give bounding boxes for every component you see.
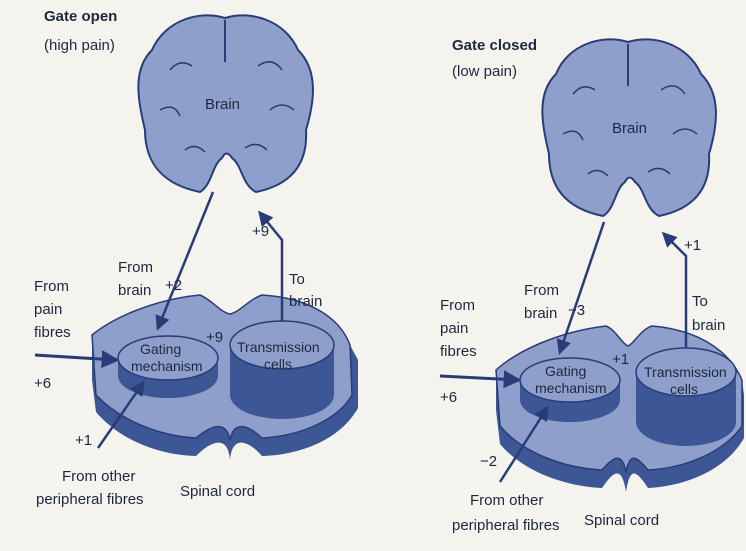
from-pain-label-1: From: [34, 278, 69, 295]
to-brain-value: +1: [684, 237, 701, 254]
from-brain-label-2: brain: [524, 305, 557, 322]
from-pain-label-2: pain: [34, 301, 62, 318]
peripheral-label-2: peripheral fibres: [36, 491, 144, 508]
panel-gate-open: Gate open (high pain) Brain Gating mecha…: [34, 8, 358, 508]
panel-title: Gate closed: [452, 37, 537, 54]
from-pain-label-3: fibres: [34, 324, 71, 341]
peripheral-label-1: From other: [470, 492, 543, 509]
from-brain-label-1: From: [524, 282, 559, 299]
to-brain-label-1: To: [692, 293, 708, 310]
from-pain-label-2: pain: [440, 320, 468, 337]
to-brain-value: +9: [252, 223, 269, 240]
pain-value: +6: [34, 375, 51, 392]
to-brain-label-1: To: [289, 271, 305, 288]
from-pain-label-3: fibres: [440, 343, 477, 360]
panel-gate-closed: Gate closed (low pain) Brain Gating mech…: [440, 37, 744, 534]
gating-label-1: Gating: [545, 363, 586, 379]
to-brain-label-2: brain: [692, 317, 725, 334]
transmission-label-2: cells: [670, 381, 698, 397]
from-brain-value: −3: [568, 302, 585, 319]
from-pain-label-1: From: [440, 297, 475, 314]
transmission-cells-disc: [636, 348, 736, 446]
to-brain-label-2: brain: [289, 293, 322, 310]
peripheral-value: −2: [480, 453, 497, 470]
from-brain-label-2: brain: [118, 282, 151, 299]
peripheral-label-2: peripheral fibres: [452, 517, 560, 534]
transmission-label-2: cells: [264, 356, 292, 372]
center-value: +1: [612, 351, 629, 368]
brain-label: Brain: [205, 96, 240, 113]
spinal-cord-label: Spinal cord: [584, 512, 659, 529]
pain-value: +6: [440, 389, 457, 406]
brain-label: Brain: [612, 120, 647, 137]
panel-subtitle: (low pain): [452, 63, 517, 80]
transmission-label-1: Transmission: [644, 364, 727, 380]
from-brain-value: +2: [165, 277, 182, 294]
peripheral-label-1: From other: [62, 468, 135, 485]
gating-label-2: mechanism: [535, 380, 607, 396]
panel-subtitle: (high pain): [44, 37, 115, 54]
center-value: +9: [206, 329, 223, 346]
spinal-cord-label: Spinal cord: [180, 483, 255, 500]
from-brain-label-1: From: [118, 259, 153, 276]
gating-label-1: Gating: [140, 341, 181, 357]
gating-label-2: mechanism: [131, 358, 203, 374]
transmission-label-1: Transmission: [237, 339, 320, 355]
peripheral-value: +1: [75, 432, 92, 449]
panel-title: Gate open: [44, 8, 117, 25]
